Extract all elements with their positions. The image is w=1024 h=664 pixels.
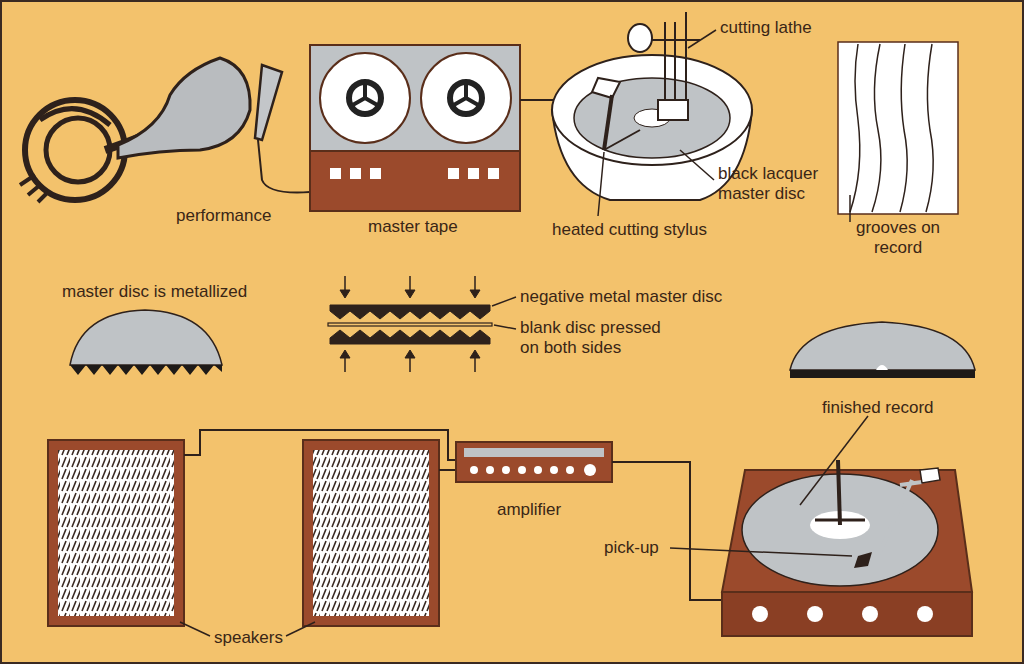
microphone [255, 65, 310, 193]
wire [184, 430, 456, 460]
part-label: master tape [368, 217, 458, 237]
wire [520, 100, 555, 115]
part-label: pick-up [604, 538, 659, 558]
part-label: cutting lathe [720, 18, 812, 38]
metallized-disc [70, 310, 222, 375]
part-label: black lacquer master disc [718, 164, 843, 204]
horn-bell [118, 58, 250, 158]
leader-lines [180, 30, 868, 636]
part-label: grooves on record [840, 218, 956, 258]
part-label: performance [176, 206, 271, 226]
part-label: amplifier [497, 500, 561, 520]
part-label: heated cutting stylus [552, 220, 707, 240]
finished-record-section [790, 322, 975, 378]
part-label: speakers [214, 628, 283, 648]
wire [439, 469, 456, 471]
wire [612, 462, 724, 600]
speakers-drawing [48, 440, 439, 626]
part-label: negative metal master disc [520, 287, 722, 307]
amplifier-drawing [456, 442, 612, 482]
part-label: blank disc pressed on both sides [520, 318, 680, 358]
part-label: finished record [822, 398, 934, 418]
part-label: master disc is metallized [62, 282, 247, 302]
tape-recorder [310, 45, 520, 211]
pressing-plates [328, 276, 492, 372]
turntable [722, 460, 972, 636]
grooves-panel [838, 42, 958, 214]
